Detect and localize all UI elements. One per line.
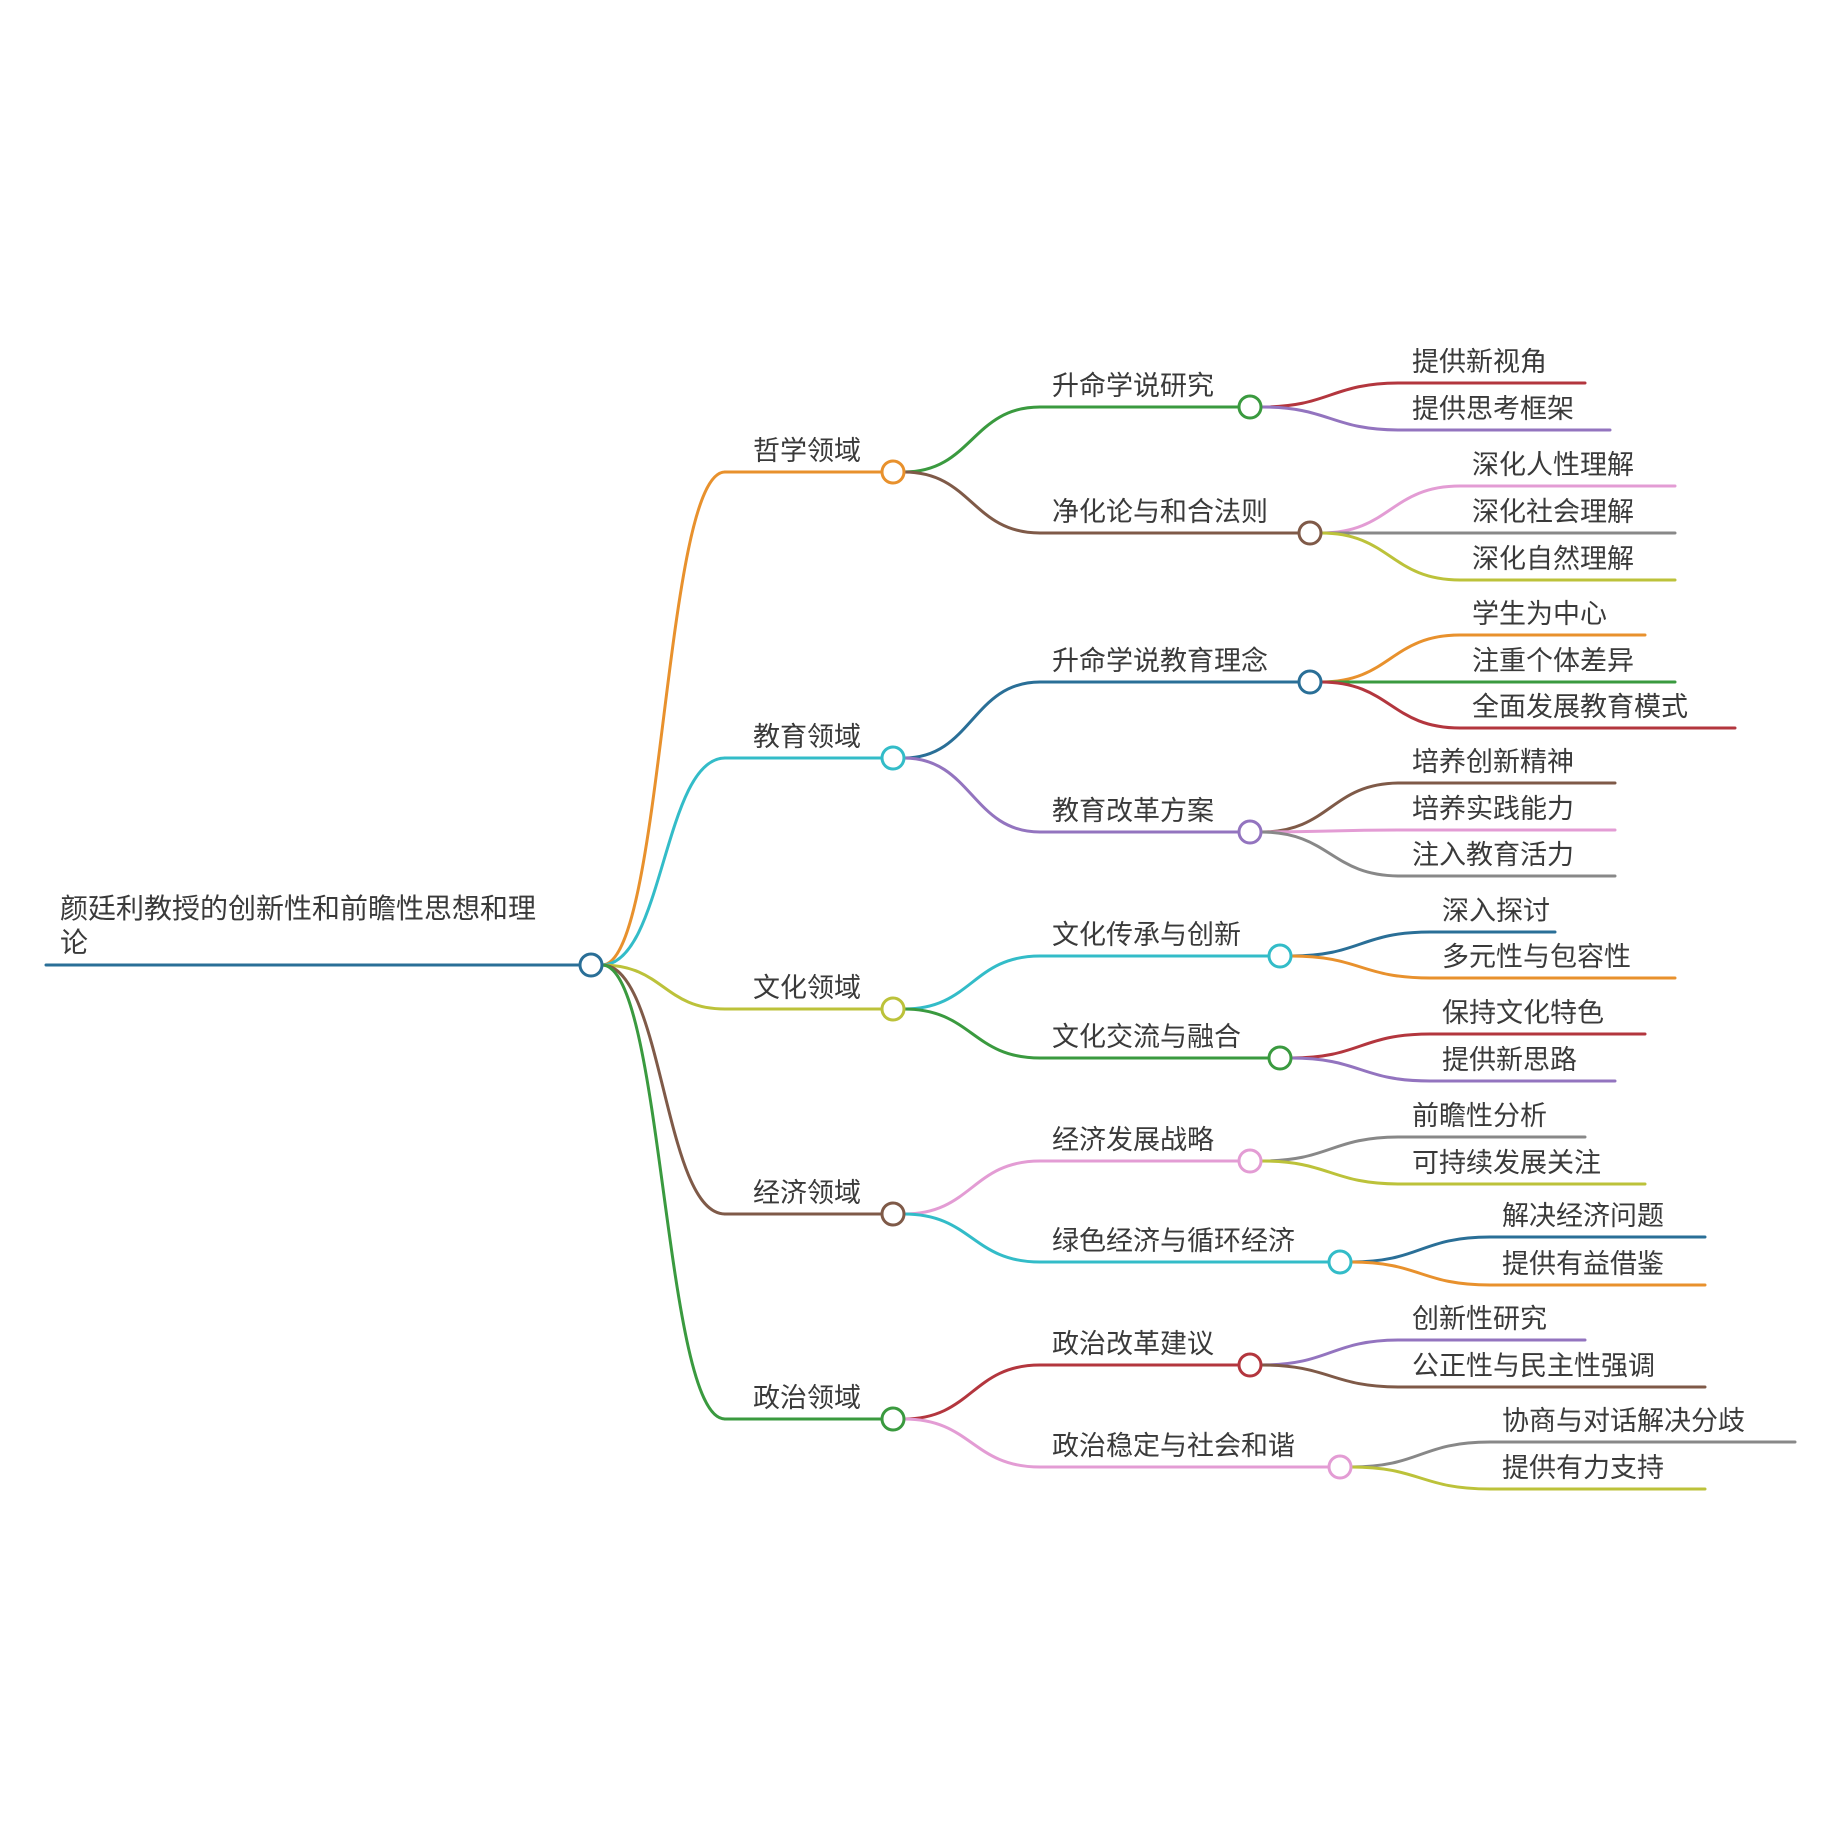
leaf-1-1-1-label: 培养实践能力 <box>1412 794 1574 825</box>
edge-topic-1-1-leaf-1 <box>1259 828 1402 834</box>
leaf-3-1-1-label: 提供有益借鉴 <box>1502 1249 1664 1280</box>
edge-branch-1-topic-0 <box>902 680 1042 760</box>
edge-topic-2-0-leaf-1 <box>1289 954 1432 980</box>
edge-branch-0-topic-1 <box>902 470 1042 535</box>
edge-topic-1-1-leaf-0 <box>1259 781 1402 834</box>
edge-topic-4-0-leaf-1 <box>1259 1363 1402 1389</box>
leaf-1-0-0-label: 学生为中心 <box>1472 599 1607 630</box>
leaf-1-1-0-label: 培养创新精神 <box>1412 747 1574 778</box>
leaf-2-0-1-label: 多元性与包容性 <box>1442 942 1631 973</box>
edge-branch-2-topic-0 <box>902 954 1042 1011</box>
leaf-0-0-0-label: 提供新视角 <box>1412 347 1547 378</box>
edge-topic-0-1-leaf-2 <box>1319 531 1462 582</box>
leaf-3-1-0-label: 解决经济问题 <box>1502 1201 1664 1232</box>
topic-3-1-label: 绿色经济与循环经济 <box>1052 1226 1295 1257</box>
leaf-1-0-1-label: 注重个体差异 <box>1472 646 1634 677</box>
edge-topic-4-0-leaf-0 <box>1259 1338 1402 1367</box>
edge-topic-4-1-leaf-0 <box>1349 1440 1492 1469</box>
edge-topic-1-0-leaf-0 <box>1319 633 1462 684</box>
edge-topic-0-0-leaf-1 <box>1259 405 1402 432</box>
edge-topic-2-1-leaf-1 <box>1289 1056 1432 1083</box>
topic-1-1-joint[interactable] <box>1237 819 1263 845</box>
edges-layer <box>600 381 1492 1491</box>
leaf-2-1-1-label: 提供新思路 <box>1442 1045 1577 1076</box>
edge-branch-4-topic-1 <box>902 1417 1042 1469</box>
branch-4-label: 政治领域 <box>753 1383 861 1414</box>
topic-3-0-joint[interactable] <box>1237 1148 1263 1174</box>
leaf-1-1-2-label: 注入教育活力 <box>1412 840 1574 871</box>
topic-2-1-label: 文化交流与融合 <box>1052 1022 1241 1053</box>
leaf-0-0-1-label: 提供思考框架 <box>1412 394 1574 425</box>
leaf-2-0-0-label: 深入探讨 <box>1442 896 1550 927</box>
branch-0-label: 哲学领域 <box>753 436 861 467</box>
branch-3-label: 经济领域 <box>753 1178 861 1209</box>
leaf-1-0-2-label: 全面发展教育模式 <box>1472 692 1688 723</box>
edge-topic-4-1-leaf-1 <box>1349 1465 1492 1491</box>
topic-2-0-joint[interactable] <box>1267 943 1293 969</box>
edge-topic-0-1-leaf-0 <box>1319 484 1462 535</box>
edge-branch-0-topic-0 <box>902 405 1042 474</box>
edge-topic-3-0-leaf-1 <box>1259 1159 1402 1186</box>
topic-1-1-label: 教育改革方案 <box>1052 796 1214 827</box>
edge-root-branch-0 <box>600 470 727 967</box>
topic-4-0-joint[interactable] <box>1237 1352 1263 1378</box>
leaf-0-1-2-label: 深化自然理解 <box>1472 544 1634 575</box>
topic-3-0-label: 经济发展战略 <box>1052 1125 1214 1156</box>
branch-2-joint[interactable] <box>880 996 906 1022</box>
topic-1-0-joint[interactable] <box>1297 669 1323 695</box>
branch-1-label: 教育领域 <box>753 722 861 753</box>
topic-4-0-label: 政治改革建议 <box>1052 1329 1214 1360</box>
edge-topic-2-0-leaf-0 <box>1289 930 1432 958</box>
branch-2-label: 文化领域 <box>753 973 861 1004</box>
edge-branch-3-topic-1 <box>902 1212 1042 1264</box>
topic-0-0-joint[interactable] <box>1237 394 1263 420</box>
edge-branch-3-topic-0 <box>902 1159 1042 1216</box>
edge-topic-3-0-leaf-0 <box>1259 1135 1402 1163</box>
edge-branch-4-topic-0 <box>902 1363 1042 1421</box>
edge-root-branch-4 <box>600 963 727 1421</box>
topic-0-1-label: 净化论与和合法则 <box>1052 497 1268 528</box>
edge-branch-1-topic-1 <box>902 756 1042 834</box>
edge-branch-2-topic-1 <box>902 1007 1042 1060</box>
edge-topic-1-0-leaf-2 <box>1319 680 1462 730</box>
topic-3-1-joint[interactable] <box>1327 1249 1353 1275</box>
topic-0-0-label: 升命学说研究 <box>1052 371 1214 402</box>
edge-topic-1-1-leaf-2 <box>1259 830 1402 878</box>
edge-topic-3-1-leaf-0 <box>1349 1235 1492 1264</box>
edge-root-branch-2 <box>600 963 727 1011</box>
branch-3-joint[interactable] <box>880 1201 906 1227</box>
edge-topic-0-0-leaf-0 <box>1259 381 1402 409</box>
leaf-0-1-0-label: 深化人性理解 <box>1472 450 1634 481</box>
edge-root-branch-3 <box>600 963 727 1216</box>
leaf-4-1-1-label: 提供有力支持 <box>1502 1453 1664 1484</box>
topic-2-1-joint[interactable] <box>1267 1045 1293 1071</box>
underlines-layer <box>44 381 1797 1491</box>
root-title-line1: 颜廷利教授的创新性和前瞻性思想和理 <box>60 892 536 925</box>
leaf-0-1-1-label: 深化社会理解 <box>1472 497 1634 528</box>
edge-root-branch-1 <box>600 756 727 967</box>
leaf-4-1-0-label: 协商与对话解决分歧 <box>1502 1406 1745 1437</box>
joints-layer <box>578 394 1353 1480</box>
branch-0-joint[interactable] <box>880 459 906 485</box>
topic-4-1-label: 政治稳定与社会和谐 <box>1052 1431 1295 1462</box>
leaf-4-0-0-label: 创新性研究 <box>1412 1304 1547 1335</box>
edge-topic-2-1-leaf-0 <box>1289 1032 1432 1060</box>
root-joint[interactable] <box>578 952 604 978</box>
topic-0-1-joint[interactable] <box>1297 520 1323 546</box>
topic-2-0-label: 文化传承与创新 <box>1052 920 1241 951</box>
branch-4-joint[interactable] <box>880 1406 906 1432</box>
leaf-3-0-1-label: 可持续发展关注 <box>1412 1148 1601 1179</box>
root-title-line2: 论 <box>60 926 88 959</box>
topic-1-0-label: 升命学说教育理念 <box>1052 646 1268 677</box>
leaf-4-0-1-label: 公正性与民主性强调 <box>1412 1351 1655 1382</box>
leaf-3-0-0-label: 前瞻性分析 <box>1412 1101 1547 1132</box>
branch-1-joint[interactable] <box>880 745 906 771</box>
topic-4-1-joint[interactable] <box>1327 1454 1353 1480</box>
leaf-2-1-0-label: 保持文化特色 <box>1442 998 1604 1029</box>
edge-topic-3-1-leaf-1 <box>1349 1260 1492 1287</box>
